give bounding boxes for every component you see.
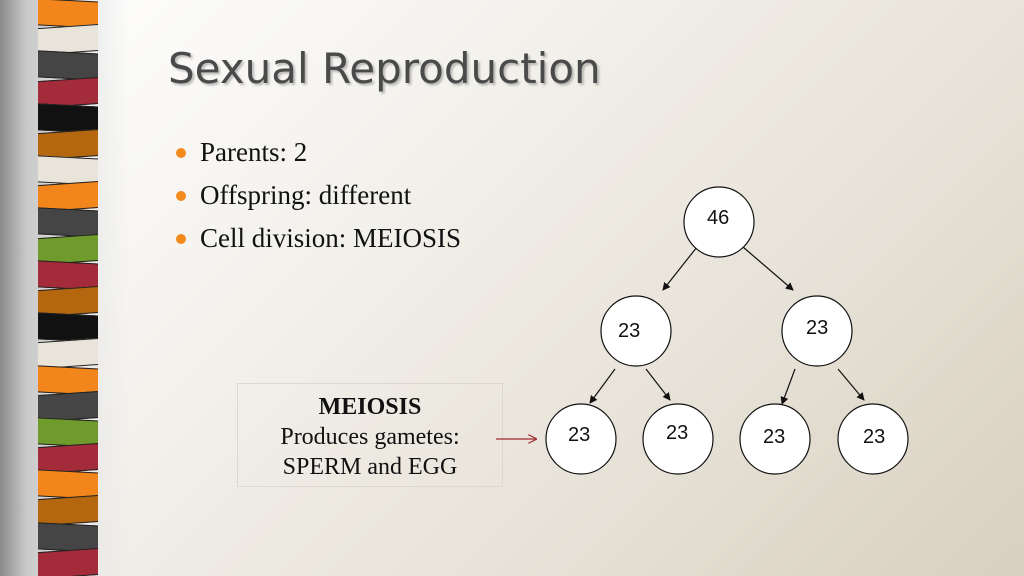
node-leaf-2-label: 23 — [666, 422, 688, 444]
node-leaf-4: 23 — [837, 403, 909, 475]
node-leaf-4-label: 23 — [863, 426, 885, 448]
arrow-root-to-left — [662, 246, 698, 291]
callout-line-2: SPERM and EGG — [282, 454, 458, 480]
node-leaf-1-label: 23 — [568, 424, 590, 446]
bullet-cell-division: Cell division: MEIOSIS — [176, 217, 461, 260]
node-level2-right-label: 23 — [806, 317, 828, 339]
arrow-root-to-right — [742, 246, 794, 291]
arrow-left-to-leaf-2 — [645, 368, 671, 401]
bullet-list: Parents: 2 Offspring: different Cell div… — [176, 131, 461, 260]
callout-heading: MEIOSIS — [318, 394, 422, 420]
node-level2-left: 23 — [600, 295, 672, 367]
slide-title: Sexual Reproduction — [168, 44, 601, 93]
meiosis-callout-box: MEIOSIS Produces gametes: SPERM and EGG — [237, 383, 503, 487]
bullet-parents: Parents: 2 — [176, 131, 461, 174]
node-level2-left-label: 23 — [618, 320, 640, 342]
node-root: 46 — [683, 186, 755, 258]
node-leaf-3: 23 — [739, 403, 811, 475]
arrow-right-to-leaf-4 — [837, 368, 865, 401]
callout-line-1: Produces gametes: — [280, 424, 460, 450]
node-level2-right: 23 — [781, 295, 853, 367]
arrow-left-to-leaf-1 — [589, 368, 616, 404]
node-leaf-3-label: 23 — [763, 426, 785, 448]
arrow-right-to-leaf-3 — [780, 368, 796, 405]
bullet-offspring: Offspring: different — [176, 174, 461, 217]
node-leaf-1: 23 — [545, 403, 617, 475]
node-leaf-2: 23 — [642, 403, 714, 475]
node-root-label: 46 — [707, 207, 729, 229]
